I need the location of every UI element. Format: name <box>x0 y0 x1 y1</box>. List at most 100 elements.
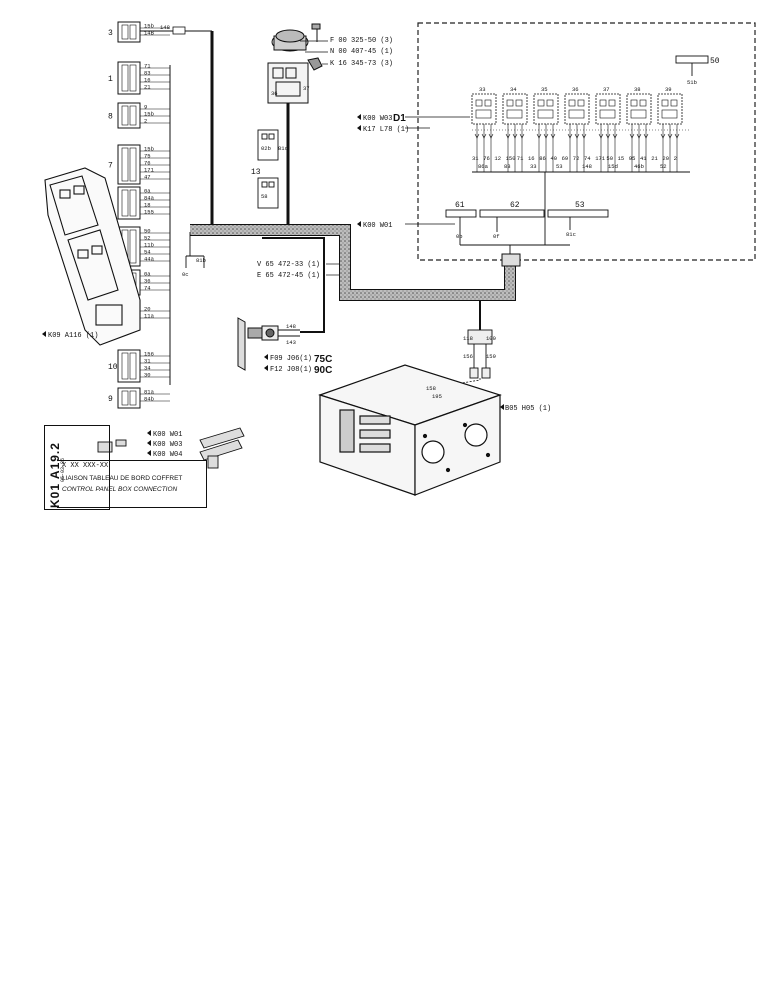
pin-label: 18 <box>144 202 151 209</box>
wire-number: 69 <box>562 155 569 162</box>
label-158: 158 <box>426 385 436 392</box>
label-148-top: 148 <box>160 24 170 31</box>
pin-label: 74 <box>144 285 151 292</box>
relay-label: 33 <box>479 86 486 93</box>
title-block <box>44 425 110 510</box>
pin-label: 76 <box>144 160 151 167</box>
ref-k00w01-bot: K00 W01 <box>153 431 182 439</box>
pin-label: 30 <box>144 372 151 379</box>
pin-label: 11a <box>144 313 155 320</box>
pin-label: 16 <box>144 77 151 84</box>
wire-number: 171 <box>595 155 606 162</box>
label-81b: 81b <box>196 257 206 264</box>
pin-label: 83 <box>144 70 151 77</box>
connector-id: 9 <box>108 395 113 404</box>
title-lines <box>57 460 207 508</box>
label-156: 156 <box>463 353 473 360</box>
relay-36: 36 <box>564 86 590 172</box>
pin-label: 9 <box>144 104 147 111</box>
panel-boundary <box>417 22 756 261</box>
wire-number: 20 <box>662 155 669 162</box>
wire-number: 95 <box>629 155 636 162</box>
wire-number-low: 83 <box>504 163 511 170</box>
ref-e65: E 65 472-45 (1) <box>257 272 320 280</box>
tag-d1: D1 <box>393 113 406 124</box>
label-02b: 02b <box>261 145 271 152</box>
pin-label: 155 <box>144 209 154 216</box>
ref-f09: F09 J06(1) <box>270 355 312 363</box>
label-strip-61: 61 <box>455 201 465 210</box>
label-195: 195 <box>432 393 442 400</box>
title-french: LIAISON TABLEAU DE BORD COFFRET <box>62 475 183 482</box>
label-148-sw: 148 <box>286 323 296 330</box>
pin-label: 171 <box>144 167 155 174</box>
ref-k00w01-mid: K00 W01 <box>363 222 392 230</box>
relay-39: 39 <box>657 86 683 172</box>
pin-label: 15b <box>144 111 154 118</box>
relay-38: 38 <box>626 86 652 172</box>
relay-label: 34 <box>510 86 517 93</box>
relay-label: 35 <box>541 86 548 93</box>
pin-label: 50 <box>144 228 151 235</box>
pin-label: 47 <box>144 174 151 181</box>
wire-number: 12 <box>494 155 501 162</box>
label-0b: 0b <box>456 233 463 240</box>
left-connectors: 315b14B1718316218915b2715b75761714760a84… <box>108 21 170 409</box>
dashboard-outline <box>44 167 141 346</box>
pin-label: 36 <box>144 278 151 285</box>
label-81c: 81c <box>278 145 288 152</box>
label-36: 36 <box>271 90 278 97</box>
label-143-sw: 143 <box>286 339 296 346</box>
relay-35: 35 <box>533 86 559 172</box>
ref-f00: F 00 325-50 (3) <box>330 37 393 45</box>
wire-number: 31 <box>472 155 479 162</box>
wire-number-low: 33 <box>530 163 537 170</box>
wire-number: 15 <box>618 155 625 162</box>
ref-f12: F12 J08(1) <box>270 366 312 374</box>
label-0f: 0f <box>493 233 500 240</box>
label-51b: 51b <box>687 79 697 86</box>
title-english: CONTROL PANEL BOX CONNECTION <box>62 486 178 493</box>
wire-number: 71 <box>517 155 524 162</box>
wire-number-low: 15d <box>608 163 618 170</box>
pin-label: 0a <box>144 271 151 278</box>
panel-harness-connector <box>501 253 521 267</box>
ground-symbols <box>185 232 205 268</box>
connector-id: 3 <box>108 29 113 38</box>
ref-k00w03-top: K00 W03 <box>363 115 392 123</box>
pin-label: 15b <box>144 146 154 153</box>
wire-number: 74 <box>584 155 591 162</box>
label-13: 13 <box>251 168 261 177</box>
ref-k09: K09 A116 (1) <box>48 332 98 340</box>
pin-label: 84a <box>144 195 155 202</box>
relay-label: 36 <box>572 86 579 93</box>
pin-label: 21 <box>144 84 151 91</box>
wire-number: 40 <box>550 155 557 162</box>
key-switch <box>237 317 300 371</box>
label-100: 100 <box>486 335 496 342</box>
pin-label: 2 <box>144 118 147 125</box>
wire-number: 2 <box>674 155 677 162</box>
small-parts <box>97 427 245 469</box>
label-side-50: 50 <box>710 57 720 66</box>
pin-label: 156 <box>144 351 154 358</box>
wire-number-low: 86a <box>478 163 489 170</box>
wire-number: 50 <box>606 155 613 162</box>
connector-id: 7 <box>108 162 113 171</box>
ref-k00w04-bot: K00 W04 <box>153 451 182 459</box>
relay-group-13 <box>257 129 279 209</box>
box-plug <box>467 329 493 379</box>
pin-label: 0a <box>144 188 151 195</box>
wire-number: 16 <box>528 155 535 162</box>
relay-label: 38 <box>634 86 641 93</box>
connector-id: 1 <box>108 75 113 84</box>
relay-37: 37 <box>595 86 621 172</box>
wire-number-low: 52 <box>660 163 667 170</box>
relay-label: 37 <box>603 86 610 93</box>
pin-label: 52 <box>144 235 151 242</box>
